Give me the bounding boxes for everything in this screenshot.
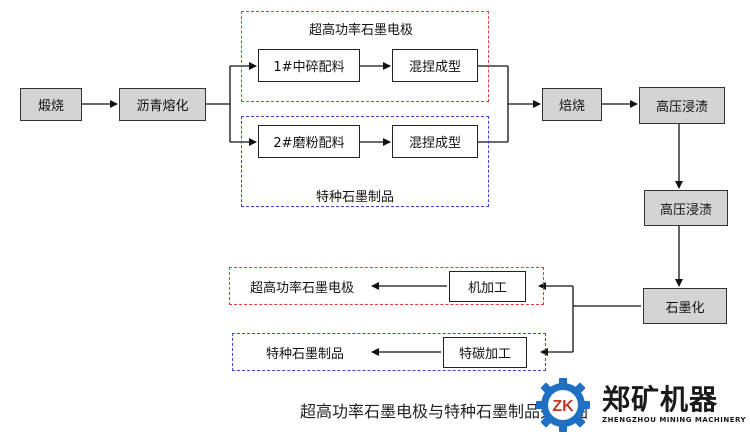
output-electrode: 超高功率石墨电极 — [250, 281, 355, 296]
special-products-output-group — [232, 333, 546, 371]
logo-name: 郑矿机器 — [602, 383, 719, 416]
node-pitch-melting: 沥青熔化 — [119, 88, 206, 121]
diagram-caption: 超高功率石墨电极与特种石墨制品关联图 — [300, 402, 589, 421]
output-special-products: 特种石墨制品 — [266, 347, 345, 362]
electrode-output-group — [229, 267, 544, 305]
node-machining: 机加工 — [449, 271, 526, 302]
node-special-carbon-processing: 特碳加工 — [443, 337, 527, 368]
node-calcination: 煅烧 — [20, 88, 82, 121]
ultra-high-power-electrode-group — [241, 11, 489, 102]
node-kneading-2: 混捏成型 — [392, 125, 478, 158]
node-kneading-1: 混捏成型 — [392, 49, 478, 82]
node-baking: 焙烧 — [542, 88, 602, 121]
gear-logo-icon: ZK — [536, 378, 590, 432]
node-impregnation-1: 高压浸渍 — [639, 87, 725, 124]
special-graphite-group — [241, 116, 489, 207]
node-batching-2: 2#磨粉配料 — [258, 125, 360, 158]
node-graphitization: 石墨化 — [643, 288, 727, 324]
top-group-title: 超高功率石墨电极 — [309, 23, 414, 38]
company-logo: ZK 郑矿机器 ZHENGZHOU MINING MACHINERY — [530, 376, 750, 435]
logo-mark: ZK — [552, 398, 574, 415]
logo-subtitle: ZHENGZHOU MINING MACHINERY — [602, 416, 747, 424]
bottom-group-title: 特种石墨制品 — [316, 190, 395, 205]
node-batching-1: 1#中碎配料 — [258, 49, 360, 82]
node-impregnation-2: 高压浸渍 — [644, 190, 728, 226]
